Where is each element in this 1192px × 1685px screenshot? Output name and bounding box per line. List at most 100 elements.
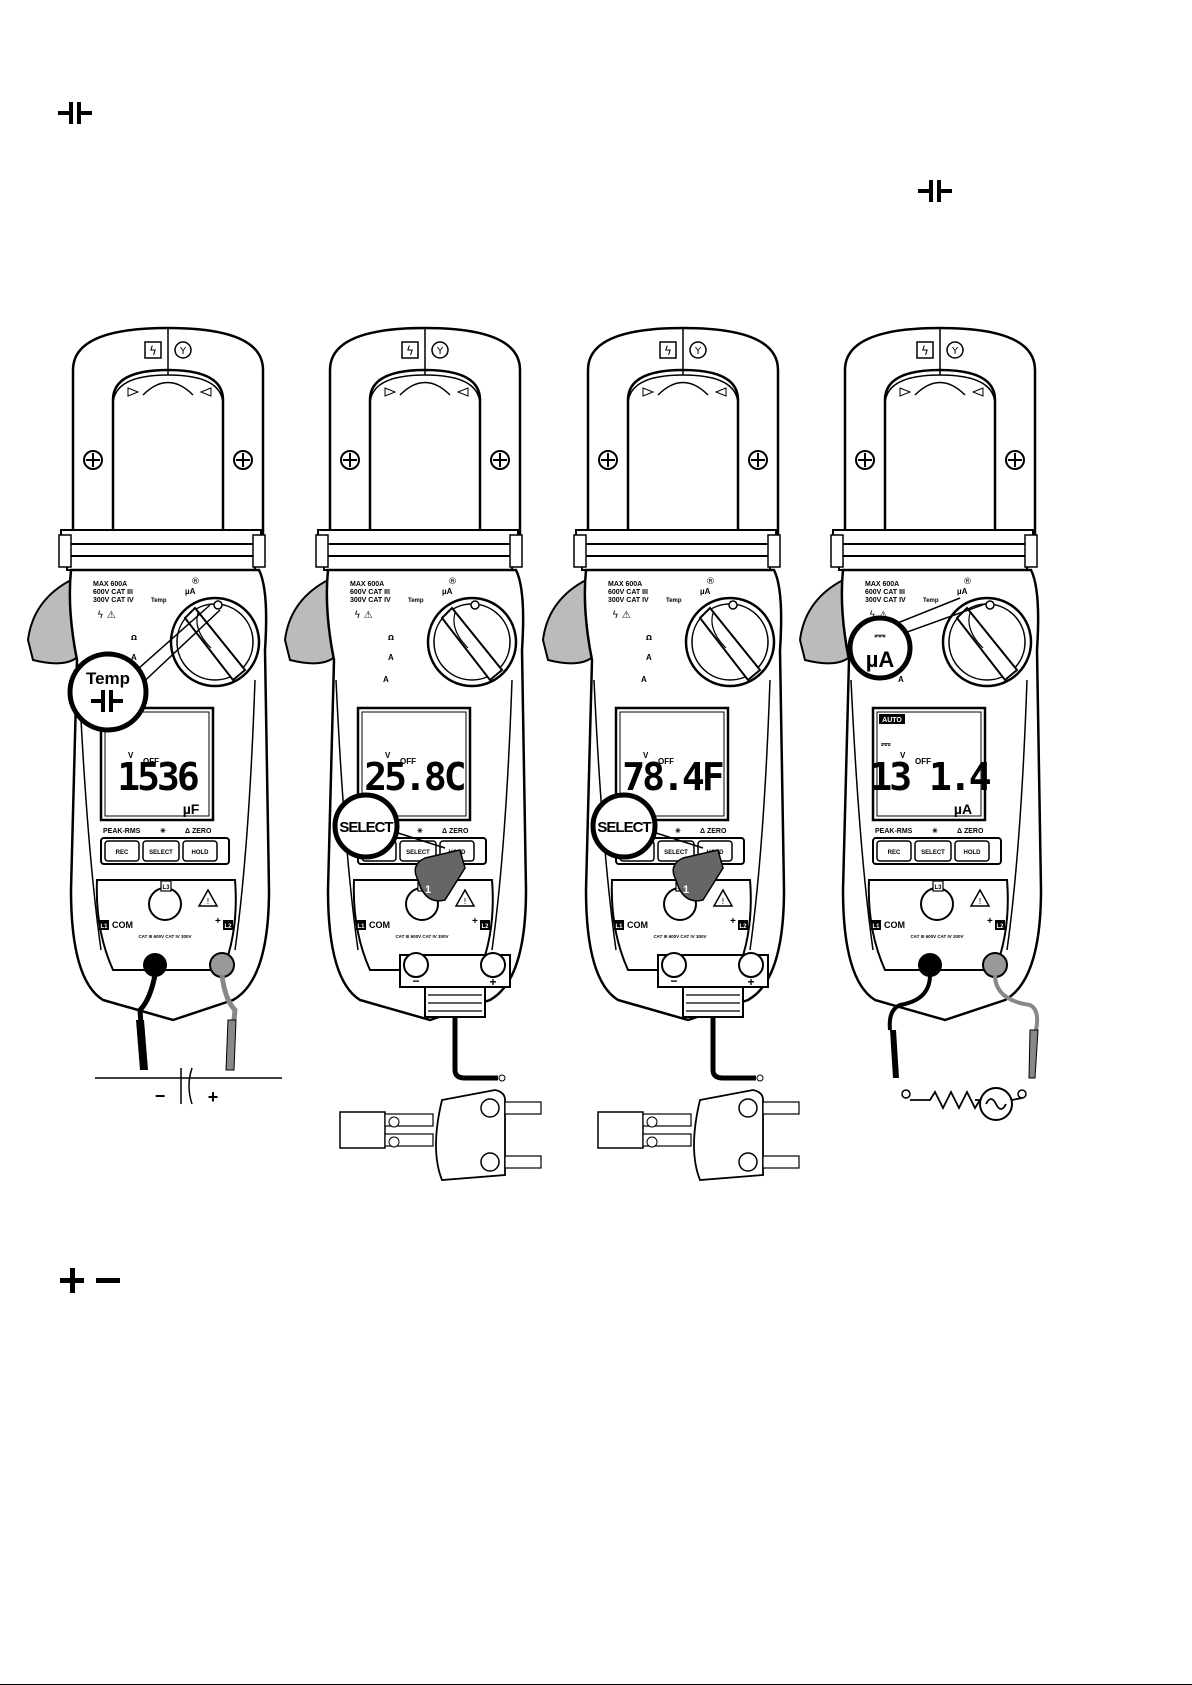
jack-cat-label: CAT III 600V CAT IV 300V <box>138 934 191 939</box>
dial-max-label: MAX 600A <box>350 581 384 588</box>
dial-a-label: A <box>131 653 137 662</box>
callout-select-3: SELECT 1 <box>590 792 724 902</box>
capacitor-icon <box>918 180 952 202</box>
dial-max-label: MAX 600A <box>865 581 899 588</box>
button-label-hold: HOLD <box>192 850 210 856</box>
jack-plus-label: + <box>215 916 221 927</box>
svg-text:+: + <box>489 975 496 989</box>
dial-ohm-label: Ω <box>646 634 652 642</box>
jack-com-label: COM <box>884 920 905 930</box>
svg-text:−: − <box>670 974 677 988</box>
dial-ohm-label: Ω <box>131 634 137 642</box>
dial-cat-label: 300V CAT IV <box>865 597 906 604</box>
dial-cat-label: 600V CAT III <box>350 589 390 596</box>
dial-off-label: OFF <box>400 757 416 766</box>
svg-text:SELECT: SELECT <box>339 819 393 836</box>
dial-v-label: V <box>643 751 649 760</box>
svg-text:+: + <box>747 975 754 989</box>
jack-l2-label: L2 <box>739 924 747 930</box>
svg-text:+: + <box>208 1087 219 1107</box>
dial-off-label: OFF <box>915 757 931 766</box>
jack-l2-label: L2 <box>996 924 1004 930</box>
svg-text:−: − <box>155 1086 166 1106</box>
capacitor-icon <box>58 102 92 124</box>
dial-cat-label: 600V CAT III <box>865 589 905 596</box>
dial-temp-label: Temp <box>923 598 939 604</box>
dial-cat-label: 300V CAT IV <box>608 597 649 604</box>
dial-ua-label: µA <box>957 587 968 596</box>
callout-temp-cap: Temp <box>67 604 221 733</box>
lcd-unit: µF <box>183 801 200 817</box>
lcd-reading: 78.4F <box>622 755 723 799</box>
button-caption: ✳ <box>417 827 423 835</box>
dial-cat-label: 600V CAT III <box>93 589 133 596</box>
dial-a-label: A <box>898 675 904 684</box>
dial-ua-label: µA <box>700 587 711 596</box>
svg-text:⎓: ⎓ <box>874 628 886 644</box>
dial-off-label: OFF <box>143 757 159 766</box>
button-caption: Δ ZERO <box>957 828 984 835</box>
dial-cat-label: 600V CAT III <box>608 589 648 596</box>
jack-l2-label: L2 <box>481 924 489 930</box>
lcd-reading: 25.8C <box>364 755 465 799</box>
callout-ua: ⎓ µA <box>847 597 986 681</box>
dial-cat-label: 300V CAT IV <box>93 597 134 604</box>
jack-l3-label: L3 <box>934 885 942 891</box>
dial-max-label: MAX 600A <box>93 581 127 588</box>
button-label-select: SELECT <box>664 850 688 856</box>
jack-cat-label: CAT III 600V CAT IV 300V <box>395 934 448 939</box>
button-label-select: SELECT <box>921 850 945 856</box>
dial-a-label: A <box>646 653 652 662</box>
jack-cat-label: CAT III 600V CAT IV 300V <box>910 934 963 939</box>
jack-l1-label: L1 <box>357 924 365 930</box>
button-label-hold: HOLD <box>964 850 982 856</box>
jack-l1-label: L1 <box>615 924 623 930</box>
meter-4-circuit <box>887 952 1040 1121</box>
svg-text:Temp: Temp <box>86 669 130 688</box>
lcd-dc-indicator: ⎓ <box>881 737 891 751</box>
button-caption: PEAK-RMS <box>875 828 913 835</box>
dial-cat-label: 300V CAT IV <box>350 597 391 604</box>
button-label-select: SELECT <box>149 850 173 856</box>
jack-plus-label: + <box>472 916 478 927</box>
dial-off-label: OFF <box>658 757 674 766</box>
dial-v-label: V <box>900 751 906 760</box>
jack-l2-label: L2 <box>224 924 232 930</box>
svg-text:SELECT: SELECT <box>597 819 651 836</box>
dial-a-label: A <box>388 653 394 662</box>
svg-text:µA: µA <box>866 647 895 672</box>
lcd-auto-indicator: AUTO <box>882 717 902 724</box>
jack-l1-label: L1 <box>872 924 880 930</box>
dial-temp-label: Temp <box>666 598 682 604</box>
dial-a-label: A <box>641 675 647 684</box>
jack-plus-label: + <box>730 916 736 927</box>
jack-cat-label: CAT III 600V CAT IV 300V <box>653 934 706 939</box>
button-caption: PEAK-RMS <box>103 828 141 835</box>
jack-com-label: COM <box>369 920 390 930</box>
svg-text:1: 1 <box>425 884 431 896</box>
jack-com-label: COM <box>627 920 648 930</box>
dial-ohm-label: Ω <box>388 634 394 642</box>
dial-v-label: V <box>128 751 134 760</box>
button-caption: Δ ZERO <box>185 828 212 835</box>
dial-temp-label: Temp <box>151 598 167 604</box>
thermocouple-adapter-3: − + <box>597 952 800 1181</box>
button-caption: Δ ZERO <box>700 828 727 835</box>
button-caption: ✳ <box>160 827 166 835</box>
button-label-select: SELECT <box>406 850 430 856</box>
button-label-rec: REC <box>888 850 901 856</box>
lcd-unit: µA <box>954 801 972 817</box>
button-caption: ✳ <box>675 827 681 835</box>
dial-temp-label: Temp <box>408 598 424 604</box>
button-caption: Δ ZERO <box>442 828 469 835</box>
callout-select-2: SELECT 1 <box>332 792 466 902</box>
button-caption: ✳ <box>932 827 938 835</box>
svg-text:−: − <box>412 974 419 988</box>
dial-ua-label: µA <box>442 587 453 596</box>
meter-1-extras: − + <box>95 952 282 1107</box>
